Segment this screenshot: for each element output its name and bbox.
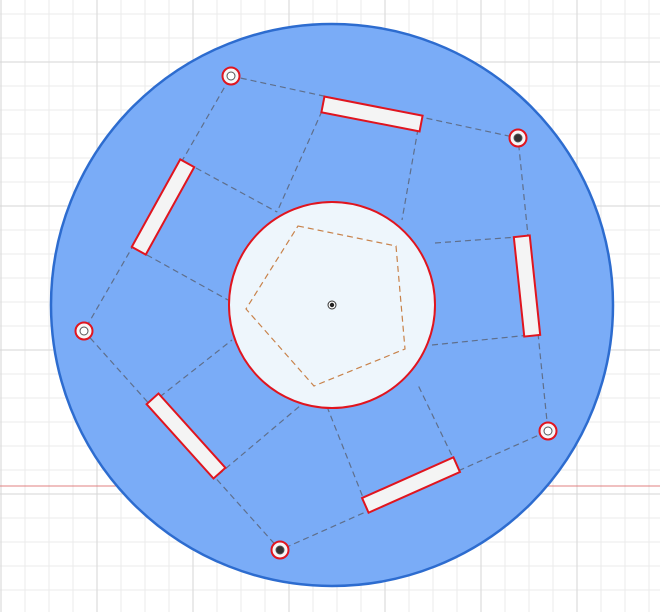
slot-left[interactable] [130, 158, 196, 256]
bolt-holes-group [74, 66, 558, 560]
bolt-hole-top-left[interactable] [221, 66, 241, 86]
center-point-icon[interactable] [327, 300, 337, 310]
inner-construction-pentagon [245, 225, 406, 387]
slot-bottom-left[interactable] [145, 392, 227, 480]
bolt-hole-left[interactable] [74, 321, 94, 341]
bolt-hole-bottom[interactable] [270, 540, 290, 560]
bolt-hole-right[interactable] [538, 421, 558, 441]
slot-bottom-right[interactable] [360, 456, 462, 514]
slot-right[interactable] [512, 234, 542, 338]
slot-top[interactable] [320, 95, 424, 133]
slots-group [130, 95, 542, 514]
bolt-hole-top-right[interactable] [508, 128, 528, 148]
